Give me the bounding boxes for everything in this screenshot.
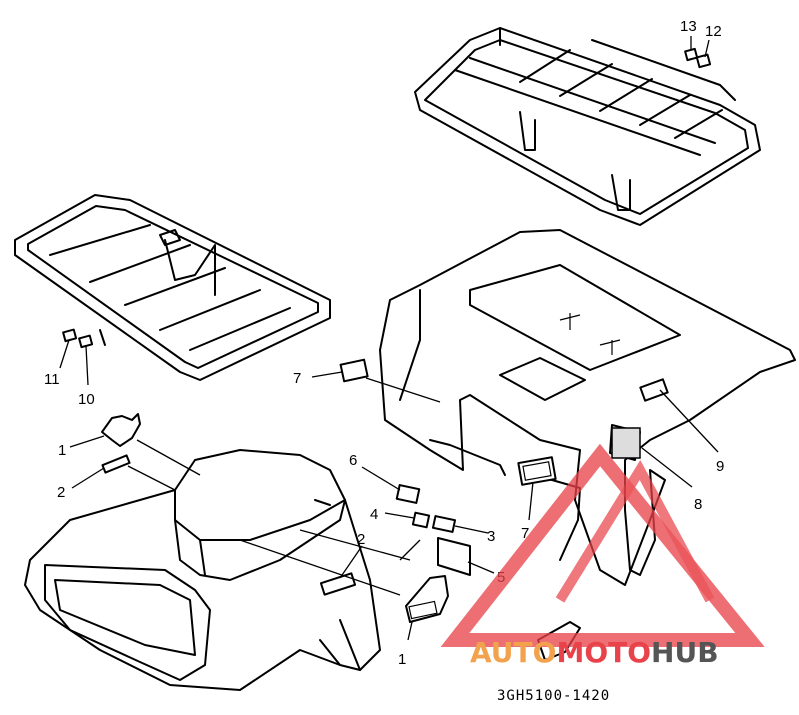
decal-11 [62,328,78,343]
callout-7-plate: 7 [521,525,529,542]
decal-7-rear-left [339,358,369,383]
decal-10 [78,334,94,349]
callout-11: 11 [44,371,60,388]
decal-5 [437,537,471,576]
decal-2-left [101,454,131,474]
callout-labels: 13 12 11 10 7 1 2 6 4 3 5 2 1 7 9 8 [44,18,724,668]
callout-6: 6 [349,452,357,469]
decal-3 [431,515,457,533]
decal-6 [395,484,421,504]
callout-7-left: 7 [293,370,301,387]
callout-8: 8 [694,496,702,513]
watermark-moto: MOTO [556,636,651,669]
decal-4 [411,511,431,529]
watermark-text: AUTOMOTOHUB [470,636,719,669]
decal-12 [695,53,712,69]
callout-9: 9 [716,458,724,475]
decal-8 [611,427,641,459]
callout-13: 13 [680,18,697,35]
decal-1-plate [405,575,449,623]
decal-13 [684,47,699,62]
callout-2-badge: 2 [357,531,365,548]
watermark-triangle-inner [555,459,715,603]
callout-1-top: 1 [58,442,66,459]
callout-2-left: 2 [57,484,65,501]
svg-text:AUTOMOTOHUB: AUTOMOTOHUB [470,636,719,669]
watermark-hub: HUB [651,636,719,669]
decal-9 [639,378,669,402]
front-fender [24,449,381,691]
decal-7-plate [517,456,557,486]
front-carrier-rack [14,194,331,381]
decal-1-top [101,413,141,447]
watermark-logo [440,443,765,647]
callout-3: 3 [487,528,495,545]
callout-10: 10 [78,391,95,408]
callout-1-plate: 1 [398,651,406,668]
callout-4: 4 [370,506,378,523]
decal-2-badge [319,572,357,596]
leader-lines [59,36,719,641]
watermark-triangle-outer [440,443,765,647]
rear-carrier-rack [414,27,761,226]
callout-12: 12 [705,23,722,40]
drawing-code: 3GH5100-1420 [497,688,610,704]
watermark-auto: AUTO [470,636,556,669]
rear-fender [379,229,796,586]
